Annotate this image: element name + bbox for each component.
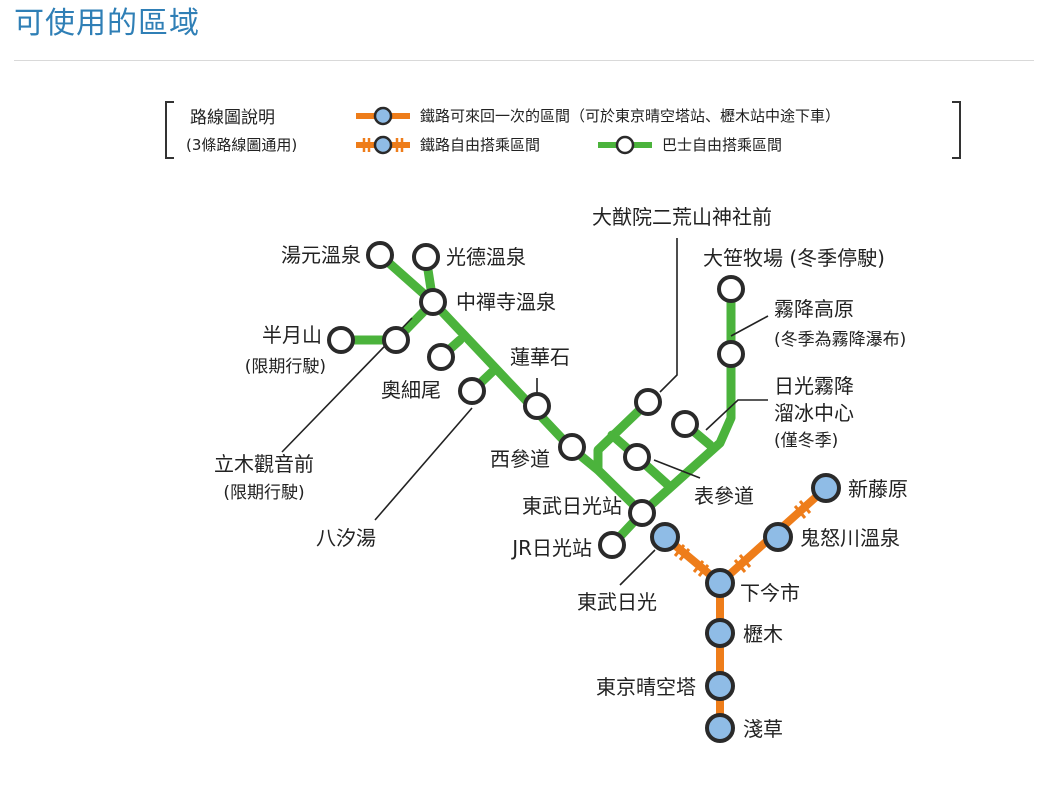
label-shinfujiwara: 新藤原 bbox=[848, 477, 908, 501]
rail-tick bbox=[678, 548, 691, 561]
legend-bus-label: 巴士自由搭乘區間 bbox=[662, 136, 782, 154]
label-kirifuri: 霧降高原 bbox=[774, 297, 854, 321]
station-futarasan[interactable] bbox=[634, 388, 662, 416]
label-jr-nikko: JR日光站 bbox=[510, 536, 592, 560]
rail-tick bbox=[738, 554, 752, 568]
legend-bus-station-icon bbox=[615, 135, 635, 155]
station-nishisando[interactable] bbox=[558, 433, 586, 461]
station-tochigi[interactable] bbox=[705, 618, 735, 648]
station-shimoimaichi[interactable] bbox=[705, 568, 735, 598]
legend-roundtrip-label: 鐵路可來回一次的區間（可於東京晴空塔站、櫪木站中途下車） bbox=[420, 107, 840, 125]
station-kirifuri[interactable] bbox=[717, 340, 745, 368]
station-tachiki[interactable] bbox=[382, 326, 410, 354]
station-kinugawa[interactable] bbox=[763, 522, 793, 552]
label-nishisando: 西參道 bbox=[490, 447, 550, 471]
label-rengeseki: 蓮華石 bbox=[510, 345, 570, 369]
rail-tick bbox=[673, 544, 686, 557]
leader-omotesando bbox=[653, 459, 701, 479]
station-kotoku[interactable] bbox=[412, 243, 440, 271]
label-hangetsu: 半月山 bbox=[262, 323, 322, 347]
label-kirifuri-note: (冬季為霧降瀑布) bbox=[774, 330, 906, 350]
leader-kirifuri bbox=[730, 315, 769, 337]
label-osasa: 大笹牧場 (冬季停駛) bbox=[703, 246, 885, 270]
label-kotoku: 光德溫泉 bbox=[446, 245, 526, 269]
leader-futarasan bbox=[659, 238, 678, 393]
leader-hasshio bbox=[374, 407, 473, 521]
station-omotesando[interactable] bbox=[623, 443, 651, 471]
label-futarasan: 大猷院二荒山神社前 bbox=[592, 205, 772, 229]
station-hangetsu[interactable] bbox=[327, 326, 355, 354]
bus-stations bbox=[327, 241, 745, 559]
label-kinugawa: 鬼怒川溫泉 bbox=[800, 526, 900, 550]
label-ice-arena-line1: 日光霧降 bbox=[774, 374, 854, 398]
bus-route-futarasan bbox=[593, 397, 653, 475]
station-chuzenji[interactable] bbox=[419, 288, 447, 316]
label-hangetsu-note: (限期行駛) bbox=[245, 357, 326, 377]
legend-right-bracket bbox=[952, 101, 961, 159]
label-omotesando: 表參道 bbox=[694, 484, 754, 508]
rail-stations bbox=[650, 473, 841, 743]
label-tobu-nikko-bus: 東武日光站 bbox=[522, 494, 622, 518]
label-chuzenji: 中禪寺溫泉 bbox=[456, 290, 556, 314]
station-tobu-nikko-bus[interactable] bbox=[628, 499, 656, 527]
rail-tick bbox=[733, 559, 747, 573]
label-shimoimaichi: 下今市 bbox=[740, 581, 800, 605]
rail-tick bbox=[793, 505, 807, 519]
label-ice-arena-line2: 溜冰中心 bbox=[774, 401, 854, 425]
label-tobu-nikko: 東武日光 bbox=[577, 590, 657, 614]
label-okuhosoo: 奧細尾 bbox=[381, 378, 441, 402]
label-yumoto: 湯元溫泉 bbox=[281, 243, 361, 267]
station-ice-arena[interactable] bbox=[671, 410, 699, 438]
legend: 路線圖說明 (3條路線圖通用) 鐵路可來回一次的區間（可於東京晴空塔站、櫪木站中… bbox=[165, 101, 961, 159]
station-labels: 湯元溫泉 光德溫泉 中禪寺溫泉 半月山 (限期行駛) 奧細尾 蓮華石 西參道 立… bbox=[214, 205, 908, 741]
leader-ice-arena bbox=[705, 399, 768, 431]
station-jr-nikko[interactable] bbox=[598, 531, 626, 559]
station-osasa[interactable] bbox=[717, 275, 745, 303]
station-hasshio[interactable] bbox=[458, 377, 486, 405]
rail-tick bbox=[697, 564, 710, 577]
legend-roundtrip-station-icon bbox=[373, 106, 393, 126]
rail-tick bbox=[692, 560, 705, 573]
label-skytree: 東京晴空塔 bbox=[596, 675, 696, 699]
station-asakusa[interactable] bbox=[705, 713, 735, 743]
legend-left-bracket bbox=[165, 101, 174, 159]
label-tachiki: 立木觀音前 bbox=[214, 452, 314, 476]
label-tachiki-note: (限期行駛) bbox=[223, 483, 304, 503]
label-asakusa: 淺草 bbox=[743, 717, 783, 741]
station-rengeseki[interactable] bbox=[523, 392, 551, 420]
station-tobu-nikko[interactable] bbox=[650, 522, 680, 552]
station-skytree[interactable] bbox=[705, 671, 735, 701]
page-title: 可使用的區域 bbox=[14, 6, 200, 41]
title-divider bbox=[14, 60, 1034, 61]
label-hasshio: 八汐湯 bbox=[316, 526, 376, 550]
station-shinfujiwara[interactable] bbox=[811, 473, 841, 503]
station-okuhosoo[interactable] bbox=[427, 343, 455, 371]
leader-tobu-nikko bbox=[619, 549, 656, 586]
rail-ticks bbox=[673, 500, 812, 577]
label-ice-arena-note: (僅冬季) bbox=[774, 431, 838, 451]
station-yumoto[interactable] bbox=[366, 241, 394, 269]
legend-subheading: (3條路線圖通用) bbox=[186, 136, 297, 154]
label-tochigi: 櫪木 bbox=[743, 622, 783, 646]
legend-free-rail-label: 鐵路自由搭乘區間 bbox=[420, 136, 540, 154]
legend-heading: 路線圖說明 bbox=[190, 108, 275, 128]
rail-tick bbox=[798, 500, 812, 514]
legend-free-rail-station-icon bbox=[373, 135, 393, 155]
